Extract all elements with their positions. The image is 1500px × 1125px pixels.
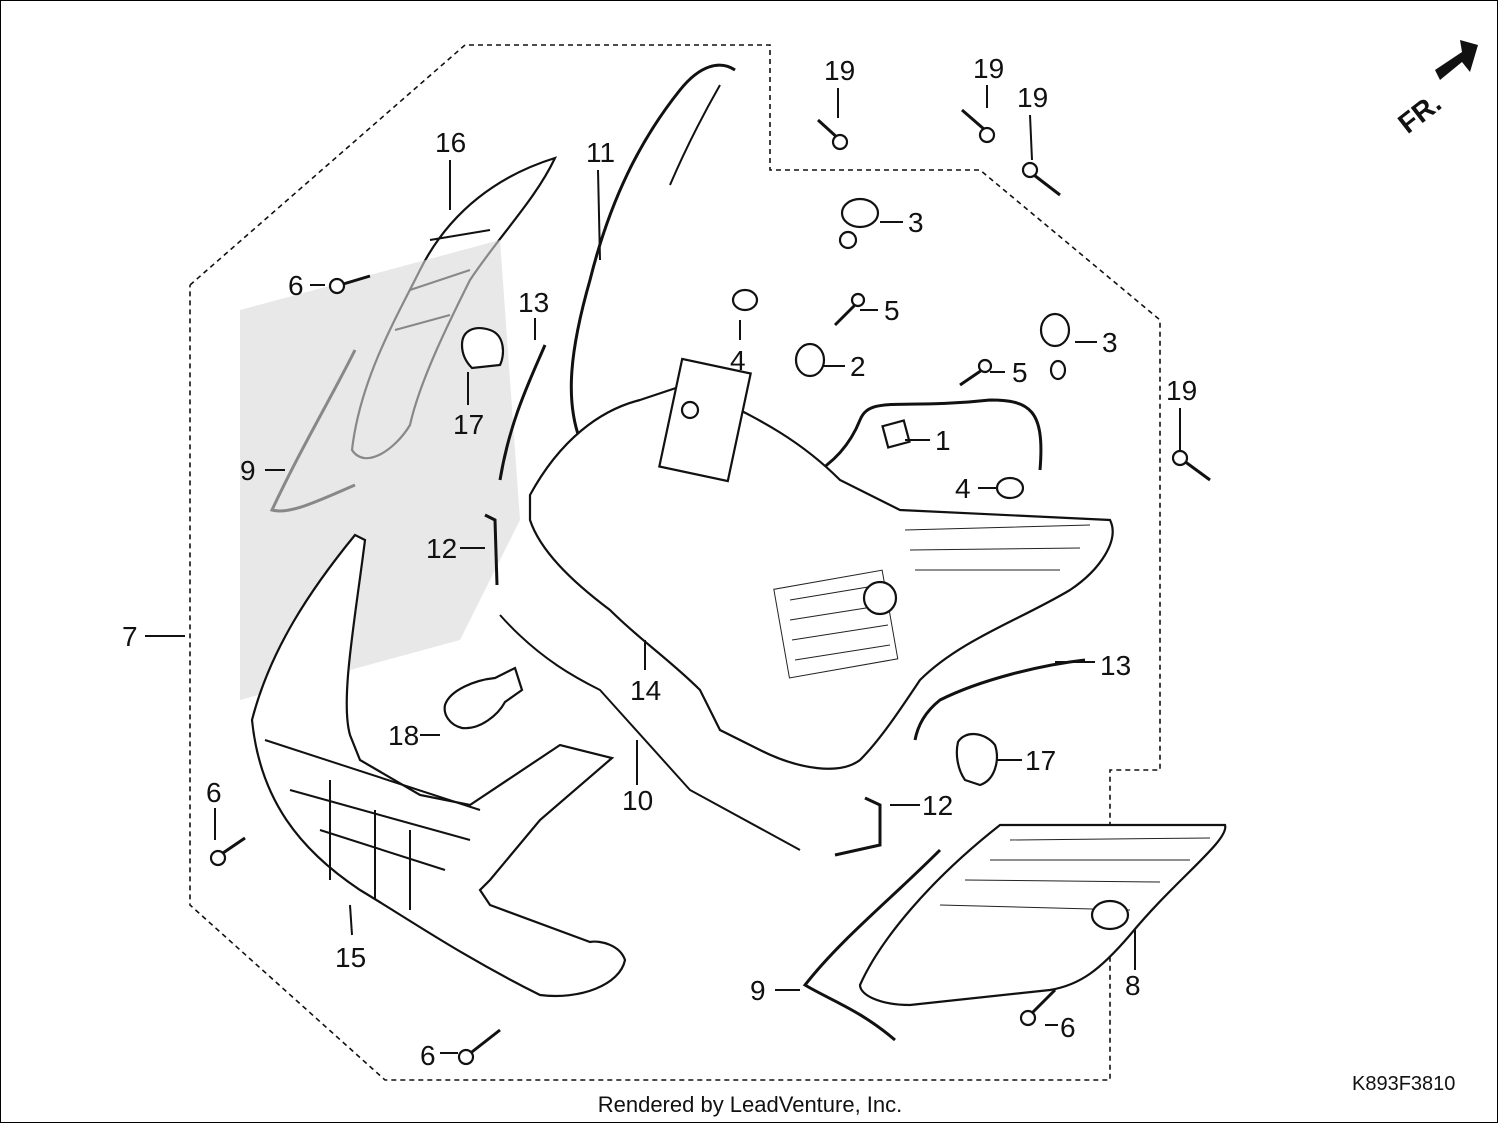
callout-9-b: 9 (750, 975, 766, 1006)
callout-7: 7 (122, 621, 138, 652)
front-direction-arrow-icon: FR. (1392, 40, 1478, 139)
callout-2: 2 (850, 351, 866, 382)
callout-18: 18 (388, 720, 419, 751)
part-4-collar-upper[interactable] (731, 288, 759, 312)
part-17-bulb-upper[interactable] (460, 327, 505, 370)
part-19-screw-3[interactable] (1021, 161, 1061, 197)
part-14-inner-panel[interactable] (528, 357, 1114, 770)
part-9-trim-strip-right[interactable] (802, 848, 942, 1042)
callout-5-a: 5 (884, 295, 900, 326)
part-6-screw-bottom[interactable] (457, 1028, 501, 1066)
part-19-screw-1[interactable] (816, 118, 849, 151)
part-12-clip-right[interactable] (834, 796, 882, 857)
callout-14: 14 (630, 675, 661, 706)
part-15-lower-cover[interactable] (250, 533, 627, 997)
diagram-code: K893F3810 (1352, 1073, 1456, 1095)
callout-11: 11 (586, 137, 615, 168)
part-10-wire[interactable] (499, 614, 801, 851)
part-3-grommet-lower[interactable] (1039, 312, 1071, 381)
callout-13-b: 13 (1100, 650, 1131, 681)
callout-6-c: 6 (1060, 1012, 1076, 1043)
footer-credit: Rendered by LeadVenture, Inc. (597, 1092, 903, 1117)
callout-10: 10 (622, 785, 653, 816)
callout-3-a: 3 (908, 207, 924, 238)
shaded-region (240, 240, 520, 700)
part-19-screw-4[interactable] (1171, 449, 1211, 482)
callout-6-a: 6 (288, 270, 304, 301)
leader-lines (145, 85, 1181, 1054)
part-13-strip-lower[interactable] (913, 658, 1086, 741)
callout-9-a: 9 (240, 455, 256, 486)
part-6-screw-upper[interactable] (328, 274, 371, 295)
callout-19-a: 19 (824, 55, 855, 86)
part-13-strip-upper[interactable] (498, 344, 547, 481)
callout-19-d: 19 (1166, 375, 1197, 406)
part-18-bulb[interactable] (443, 666, 524, 730)
part-17-bulb-lower[interactable] (955, 733, 998, 787)
part-2-bracket[interactable] (794, 342, 826, 378)
part-5-screw-lower[interactable] (959, 358, 993, 387)
callout-4-b: 4 (955, 473, 971, 504)
part-5-screw-upper[interactable] (833, 292, 866, 327)
callout-17-b: 17 (1025, 745, 1056, 776)
part-6-screw-left[interactable] (209, 836, 246, 867)
part-6-screw-right[interactable] (1019, 988, 1057, 1027)
assembly-boundary (189, 44, 1161, 1081)
callout-1: 1 (935, 425, 951, 456)
part-12-clip-left[interactable] (484, 513, 499, 586)
part-8-side-panel[interactable] (858, 823, 1227, 1007)
callout-13-a: 13 (518, 287, 549, 318)
callout-5-b: 5 (1012, 357, 1028, 388)
callout-6-b: 6 (206, 777, 222, 808)
callout-16: 16 (435, 127, 466, 158)
callout-19-c: 19 (1017, 82, 1048, 113)
callout-4-a: 4 (730, 345, 746, 376)
callout-labels: 16 11 19 19 19 19 3 3 5 5 2 1 4 4 6 13 1… (122, 53, 1197, 1071)
callout-3-b: 3 (1102, 327, 1118, 358)
callout-12-a: 12 (426, 533, 457, 564)
part-3-grommet-upper[interactable] (838, 197, 880, 250)
callout-6-d: 6 (420, 1040, 436, 1071)
callout-17-a: 17 (453, 409, 484, 440)
part-19-screw-2[interactable] (961, 108, 996, 144)
direction-label: FR. (1392, 87, 1447, 139)
callout-15: 15 (335, 942, 366, 973)
part-4-collar-lower[interactable] (995, 476, 1025, 500)
part-1-nut[interactable] (881, 419, 911, 449)
callout-19-b: 19 (973, 53, 1004, 84)
callout-8: 8 (1125, 970, 1141, 1001)
callout-12-b: 12 (922, 790, 953, 821)
